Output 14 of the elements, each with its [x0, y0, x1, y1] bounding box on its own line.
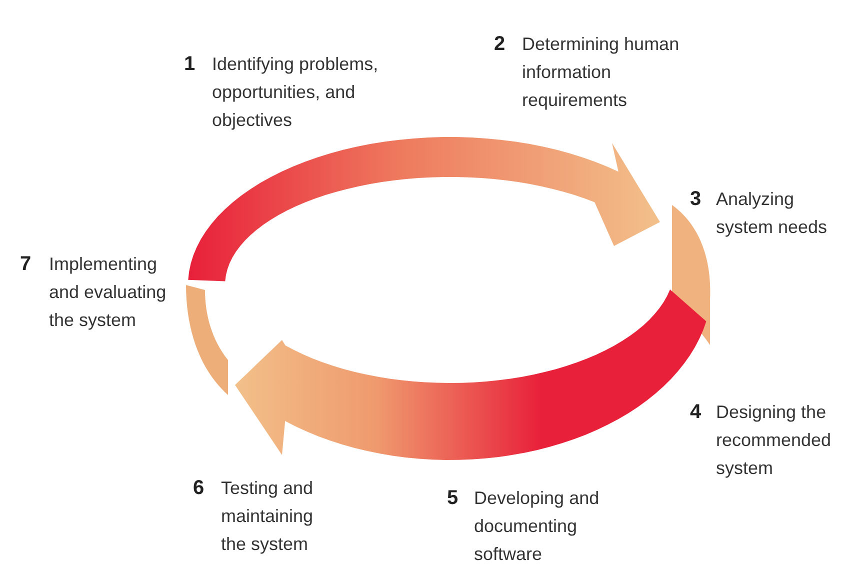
step-number: 3 [690, 187, 702, 212]
step-label: Developing and documenting software [474, 487, 600, 566]
step-label: Identifying problems, opportunities, and objectives [212, 53, 380, 132]
step-label: Testing and maintaining the system [221, 477, 314, 556]
step-label: Analyzing system needs [716, 188, 828, 239]
step-number: 4 [690, 400, 702, 425]
step-number: 7 [20, 252, 32, 277]
step-number: 5 [447, 486, 458, 511]
step-number: 6 [193, 476, 204, 501]
step-number: 2 [494, 32, 506, 57]
step-number: 1 [184, 52, 196, 77]
step-label: Determining human information requirements [522, 33, 680, 112]
step-label: Implementing and evaluating the system [49, 253, 168, 332]
step-label: Designing the recommended system [716, 401, 832, 480]
